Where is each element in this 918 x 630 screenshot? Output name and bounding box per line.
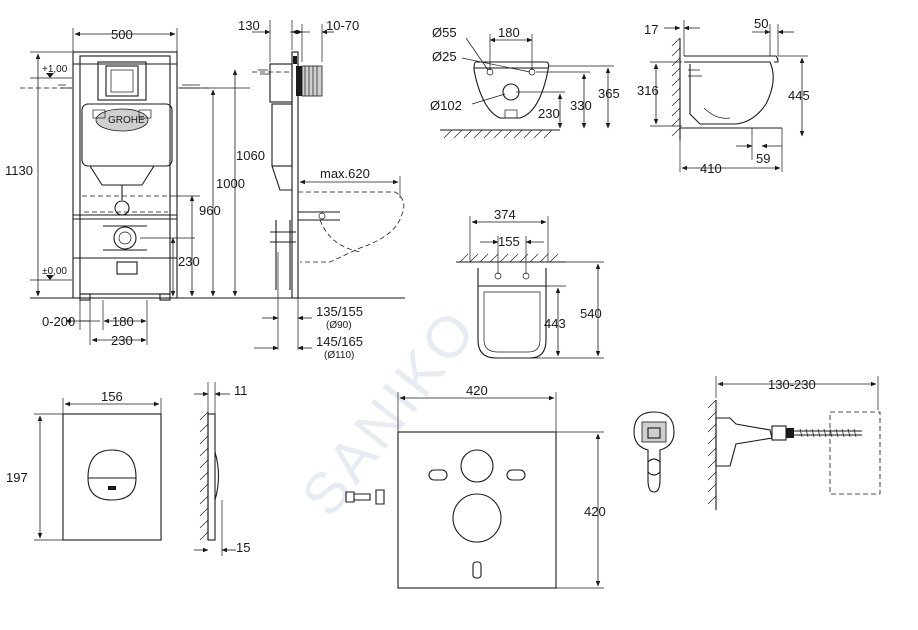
svg-text:SANIKO: SANIKO <box>289 296 490 528</box>
depth-10-70-label: 10-70 <box>326 18 359 33</box>
max-620-label: max.620 <box>320 166 370 181</box>
frame-height-label: 1130 <box>5 163 33 178</box>
plate-depth-11-label: 11 <box>234 383 248 398</box>
height-445-label: 445 <box>788 88 810 103</box>
depth-50-label: 50 <box>754 16 768 31</box>
length-410-label: 410 <box>700 161 722 176</box>
diameter-110-label: (Ø110) <box>324 350 354 361</box>
height-1000-label: 1000 <box>216 176 245 191</box>
flush-plate-front: 156 197 <box>6 389 162 541</box>
length-443-label: 443 <box>544 316 566 331</box>
diameter-55-label: Ø55 <box>432 25 457 40</box>
depth-17-label: 17 <box>644 22 658 37</box>
height-1060-label: 1060 <box>236 148 265 163</box>
width-180-label: 180 <box>112 314 134 329</box>
plate-width-156-label: 156 <box>101 389 123 404</box>
depth-59-label: 59 <box>756 151 770 166</box>
width-230-label: 230 <box>111 333 133 348</box>
frame-width-label: 500 <box>111 27 133 42</box>
diameter-25-label: Ø25 <box>432 49 457 64</box>
watermark: SANIKO <box>289 296 490 528</box>
height-330-label: 330 <box>570 98 592 113</box>
level-top-label: +1,00 <box>42 64 68 75</box>
height-365-label: 365 <box>598 86 620 101</box>
installation-side-view: 130 10-70 max.620 135/155 (Ø90) 145/165 … <box>238 18 405 361</box>
plate-height-197-label: 197 <box>6 470 28 485</box>
height-960-label: 960 <box>199 203 221 218</box>
level-floor-label: ±0,00 <box>42 266 67 277</box>
bowl-width-374-label: 374 <box>494 207 516 222</box>
fixing-bracket <box>633 411 675 493</box>
width-0-200-label: 0-200 <box>42 314 75 329</box>
bowl-front-view: 180 Ø55 Ø25 Ø102 230 330 365 <box>430 25 620 139</box>
height-230-label: 230 <box>178 254 200 269</box>
fixing-bolt: 130-230 <box>707 376 881 510</box>
length-540-label: 540 <box>580 306 602 321</box>
pad-width-420-label: 420 <box>466 383 488 398</box>
height-230-bowl-label: 230 <box>538 106 560 121</box>
brand-label: GROHE <box>108 115 145 126</box>
spacing-155-label: 155 <box>498 234 520 249</box>
diameter-102-label: Ø102 <box>430 98 462 113</box>
bowl-width-180-label: 180 <box>498 25 520 40</box>
depth-135-155-label: 135/155 <box>316 304 363 319</box>
height-316-label: 316 <box>637 83 659 98</box>
sound-insulation-pad: 420 420 <box>345 383 606 589</box>
bolt-length-label: 130-230 <box>768 377 816 392</box>
depth-130-label: 130 <box>238 18 260 33</box>
installation-frame-front-view: 500 GROHE <box>5 27 270 348</box>
diameter-90-label: (Ø90) <box>326 320 352 331</box>
plate-depth-15-label: 15 <box>236 540 250 555</box>
depth-145-165-label: 145/165 <box>316 334 363 349</box>
bowl-side-view: 17 50 316 445 59 410 <box>637 16 810 176</box>
flush-plate-side: 11 15 <box>194 382 250 556</box>
pad-height-420-label: 420 <box>584 504 606 519</box>
bowl-top-view: 374 155 443 540 <box>456 207 604 359</box>
